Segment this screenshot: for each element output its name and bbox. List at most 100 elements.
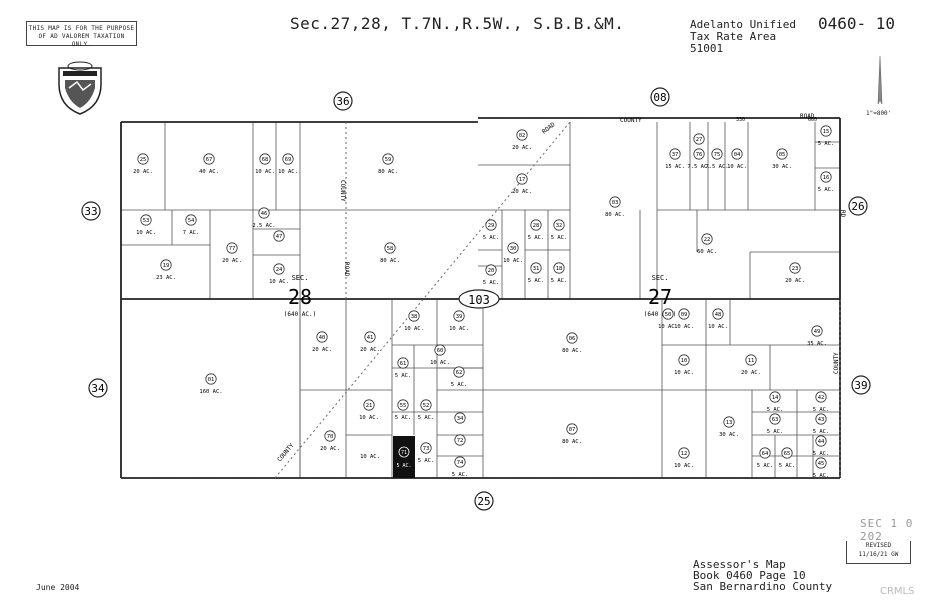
svg-text:50: 50 [665,312,672,318]
parcel-43[interactable]: 435 AC. [813,413,830,435]
parcel-47[interactable]: 47 [273,230,285,242]
parcel-61[interactable]: 615 AC. [395,357,412,379]
parcel-34[interactable]: 34 [454,412,466,424]
parcel-44[interactable]: 445 AC. [813,435,830,457]
parcel-32[interactable]: 325 AC. [551,219,568,241]
parcel-31[interactable]: 315 AC. [528,262,545,284]
svg-text:23: 23 [792,266,799,272]
svg-text:10 AC.: 10 AC. [136,230,156,236]
svg-text:61: 61 [400,361,407,367]
svg-text:09: 09 [681,312,688,318]
parcel-71[interactable]: 715 AC. [393,436,415,478]
svg-text:32: 32 [556,223,563,229]
parcel-28[interactable]: 285 AC. [528,219,545,241]
svg-text:70: 70 [327,434,334,440]
parcel-27[interactable]: 27 [693,133,705,145]
svg-text:44: 44 [818,439,825,445]
parcel-72[interactable]: 72 [454,434,466,446]
parcel-29[interactable]: 295 AC. [483,219,500,241]
parcel-74[interactable]: 745 AC. [452,456,469,478]
parcel-55[interactable]: 555 AC. [395,399,412,421]
svg-text:25: 25 [477,495,490,508]
svg-text:30 AC.: 30 AC. [719,432,739,438]
svg-text:42: 42 [818,395,825,401]
svg-text:80 AC.: 80 AC. [378,169,398,175]
parcel-52[interactable]: 525 AC. [418,399,435,421]
svg-text:37: 37 [672,152,679,158]
parcel-62[interactable]: 625 AC. [451,366,468,388]
road-label: ROAD [541,121,557,136]
parcel-76[interactable]: 767.5 AC. [687,148,711,170]
tax-line-2: Tax Rate Area [690,30,777,43]
svg-text:21: 21 [366,403,373,409]
section-label-28: SEC.28(640 AC.) [284,274,317,318]
svg-text:20: 20 [488,268,495,274]
parcel-54[interactable]: 547 AC. [183,214,200,236]
parcel-18[interactable]: 185 AC. [551,262,568,284]
parcel-63[interactable]: 635 AC. [767,413,784,435]
svg-text:72: 72 [457,438,464,444]
assessor-line-3: San Bernardino County [693,580,833,593]
parcel-15[interactable]: 155 AC. [818,125,835,147]
svg-text:5 AC.: 5 AC. [813,429,830,435]
parcel-46[interactable]: 462.5 AC. [252,207,276,229]
parcel-unnumbered[interactable]: 10 AC. [360,454,380,460]
revised-date: 11/16/21 GW [858,551,899,558]
parcel-42[interactable]: 42 5 AC. [813,391,830,413]
svg-text:34: 34 [91,382,105,395]
svg-text:33: 33 [84,205,97,218]
parcel-45[interactable]: 455 AC. [813,457,830,479]
parcel-64[interactable]: 645 AC. [757,447,774,469]
svg-text:10 AC.: 10 AC. [269,279,289,285]
parcel-20[interactable]: 205 AC. [483,264,500,286]
svg-text:01: 01 [208,377,215,383]
parcel-73[interactable]: 735 AC. [418,442,435,464]
parcel-75[interactable]: 757.5 AC. [705,148,729,170]
parcel-16[interactable]: 165 AC. [818,171,835,193]
svg-text:22: 22 [704,237,711,243]
svg-text:5 AC.: 5 AC. [528,278,545,284]
parcel-14[interactable]: 145 AC. [767,391,784,413]
svg-text:7.5 AC.: 7.5 AC. [705,164,728,170]
parcel-65[interactable]: 655 AC. [779,447,796,469]
svg-text:5 AC.: 5 AC. [813,407,830,413]
svg-text:(640 AC.): (640 AC.) [284,311,317,318]
